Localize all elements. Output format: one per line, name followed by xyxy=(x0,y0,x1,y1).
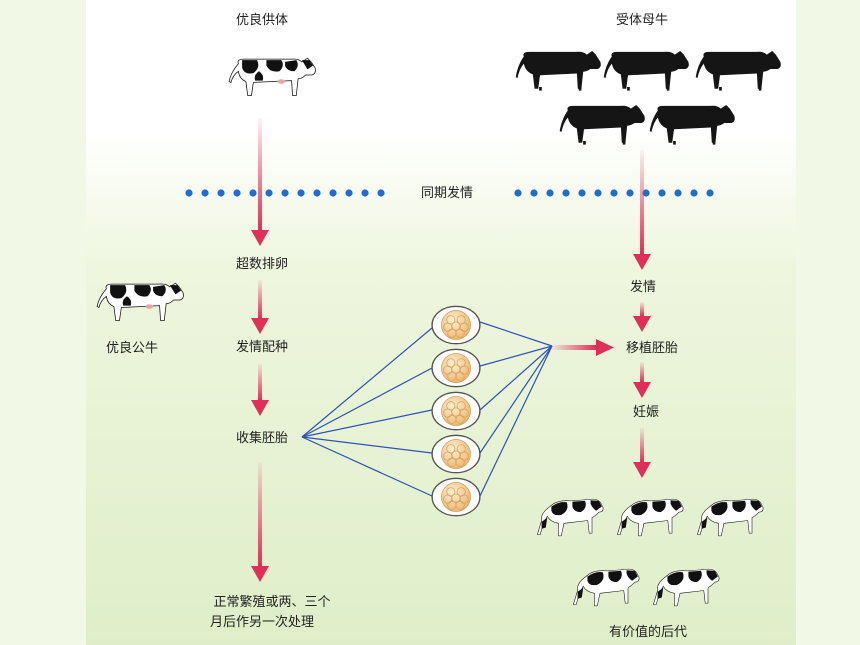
valuable-offspring-label: 有价值的后代 xyxy=(609,624,687,640)
arrow-to-transplant xyxy=(552,339,614,356)
embryo-dish-icon xyxy=(431,305,481,345)
superovulation-label: 超数排卵 xyxy=(236,257,288,272)
sync-dotted-line-right xyxy=(514,189,714,197)
arrow-mating-to-collect xyxy=(251,364,269,416)
estrus-label: 发情 xyxy=(630,279,656,295)
sync-dotted-line-left xyxy=(185,189,385,197)
estrus-mating-label: 发情配种 xyxy=(236,339,288,355)
repeat-label-line1: 正常繁殖或两、三个 xyxy=(213,594,330,610)
arrow-donor-to-superovulation xyxy=(251,118,269,246)
embryo-dish-icon xyxy=(431,434,481,474)
pregnancy-label: 妊娠 xyxy=(633,405,659,420)
arrow-recipients-to-estrus xyxy=(633,150,651,270)
arrow-pregnancy-to-offspring xyxy=(633,428,651,478)
arrow-collect-to-repeat xyxy=(251,462,269,582)
collect-embryo-label: 收集胚胎 xyxy=(236,430,288,446)
bull-label: 优良公牛 xyxy=(106,340,158,356)
dish-to-transfer-lines xyxy=(479,321,553,497)
recipient-cows-label: 受体母牛 xyxy=(616,13,668,28)
arrow-superovulation-to-mating xyxy=(251,280,269,334)
collect-to-dish-lines xyxy=(301,327,433,497)
donor-cow-label: 优良供体 xyxy=(236,12,288,28)
arrow-estrus-to-transplant xyxy=(633,302,651,332)
sync-estrus-label: 同期发情 xyxy=(421,185,473,201)
embryo-dish-icon xyxy=(431,391,481,431)
embryo-dish-icon xyxy=(431,348,481,388)
repeat-label-line2: 月后作另一次处理 xyxy=(210,614,314,630)
embryo-dish-icon xyxy=(431,477,481,517)
arrow-transplant-to-pregnancy xyxy=(633,362,651,398)
transplant-embryo-label: 移植胚胎 xyxy=(626,341,678,356)
